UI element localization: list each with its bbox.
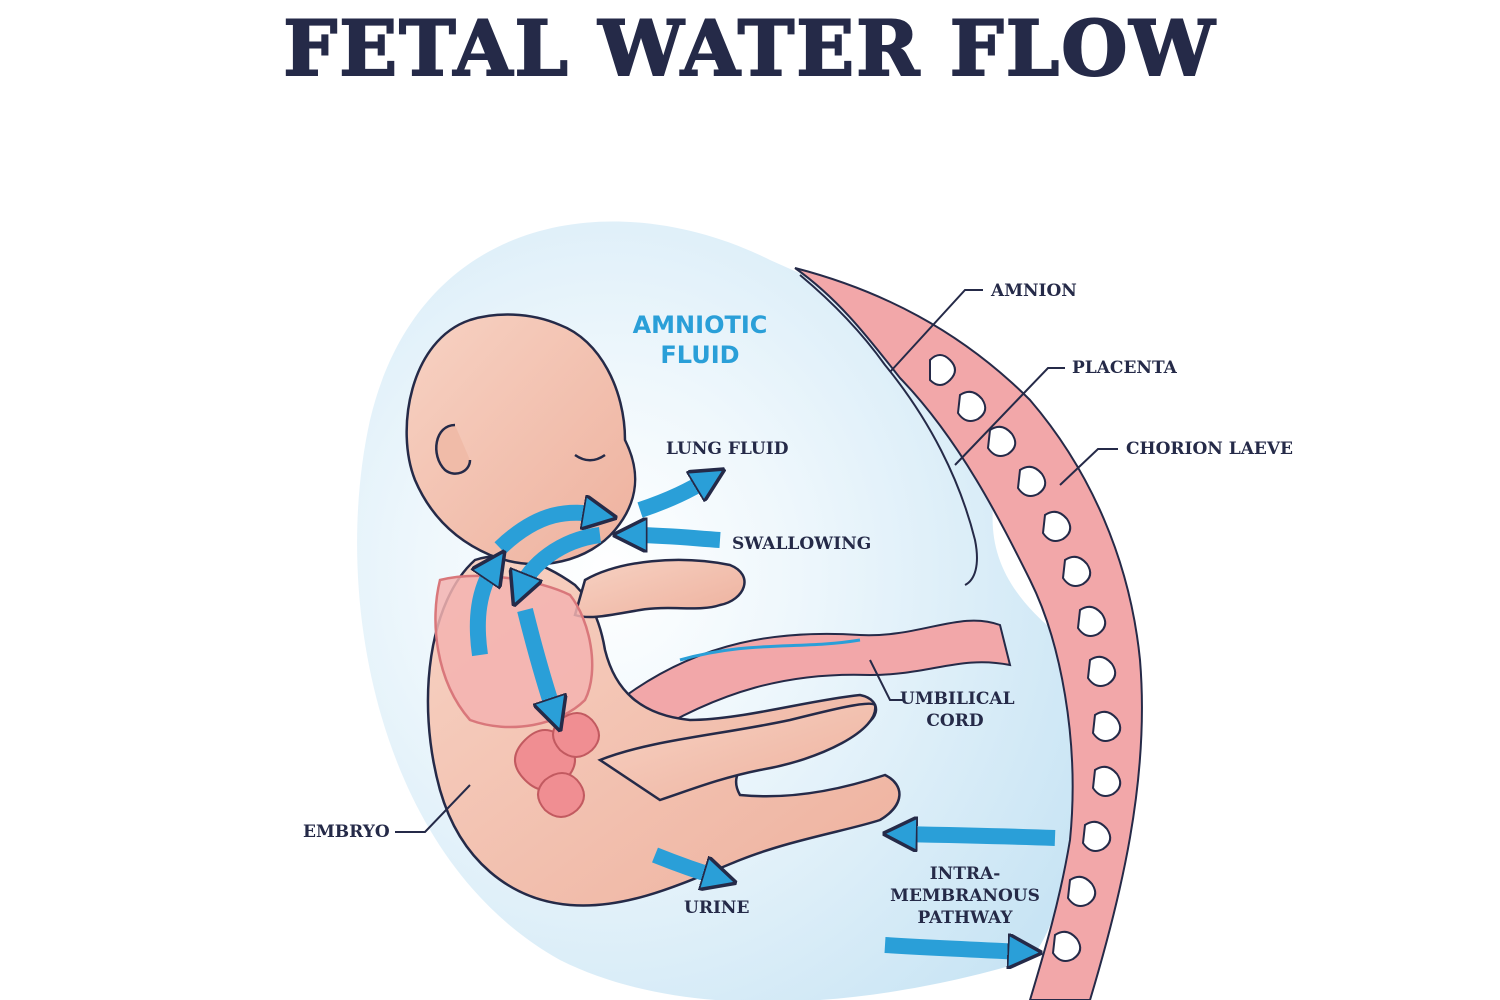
arrow-intramembranous-left bbox=[900, 834, 1056, 838]
intramembranous-line2: MEMBRANOUS bbox=[890, 886, 1040, 906]
arrow-intramembranous-right bbox=[884, 945, 1025, 952]
page-title: FETAL WATER FLOW bbox=[282, 3, 1217, 94]
urine-label: URINE bbox=[684, 898, 750, 918]
embryo-intestines bbox=[514, 712, 600, 818]
amnion-label: AMNION bbox=[991, 281, 1077, 301]
swallowing-label: SWALLOWING bbox=[732, 534, 872, 554]
leader-embryo bbox=[395, 784, 471, 833]
leader-placenta bbox=[954, 367, 1065, 466]
leader-umbilical bbox=[869, 659, 905, 701]
arrow-mouth-down bbox=[520, 527, 602, 590]
embryo-ear bbox=[435, 423, 472, 475]
placenta bbox=[794, 267, 1143, 1000]
leader-amnion bbox=[889, 289, 983, 373]
arrow-mouth-loop bbox=[494, 513, 600, 554]
placenta-label: PLACENTA bbox=[1072, 358, 1177, 378]
embryo-eye bbox=[574, 453, 606, 462]
leader-chorion bbox=[1059, 448, 1118, 486]
umbilical-cord-line2: CORD bbox=[926, 711, 984, 731]
arrow-swallowing bbox=[630, 535, 721, 540]
embryo-lung bbox=[434, 574, 594, 729]
arrow-lung-fluid bbox=[637, 478, 710, 518]
embryo-label: EMBRYO bbox=[303, 822, 390, 842]
umbilical-cord-label: UMBILICAL CORD bbox=[900, 688, 1015, 732]
lung-fluid-label: LUNG FLUID bbox=[666, 439, 789, 459]
flow-arrows bbox=[469, 478, 1056, 952]
embryo-leg bbox=[597, 702, 877, 802]
leader-lines bbox=[395, 289, 1118, 833]
intramembranous-line3: PATHWAY bbox=[917, 908, 1013, 928]
arrow-lung-up bbox=[469, 565, 495, 657]
arrow-gut-down bbox=[517, 608, 555, 715]
embryo-arm bbox=[573, 558, 746, 619]
arrow-urine bbox=[652, 847, 720, 878]
intramembranous-pathway-label: INTRA- MEMBRANOUS PATHWAY bbox=[885, 863, 1045, 929]
amniotic-fluid-line1: AMNIOTIC bbox=[632, 311, 768, 339]
umbilical-cord-line1: UMBILICAL bbox=[900, 689, 1015, 709]
chorion-laeve-label: CHORION LAEVE bbox=[1126, 439, 1293, 459]
amniotic-fluid-label: AMNIOTIC FLUID bbox=[610, 310, 790, 370]
amnion-membrane bbox=[799, 274, 978, 586]
chorion-villi bbox=[929, 354, 1122, 962]
amniotic-fluid-line2: FLUID bbox=[660, 341, 740, 369]
embryo bbox=[405, 313, 901, 907]
embryo-head bbox=[405, 313, 637, 566]
intramembranous-line1: INTRA- bbox=[929, 864, 1001, 884]
